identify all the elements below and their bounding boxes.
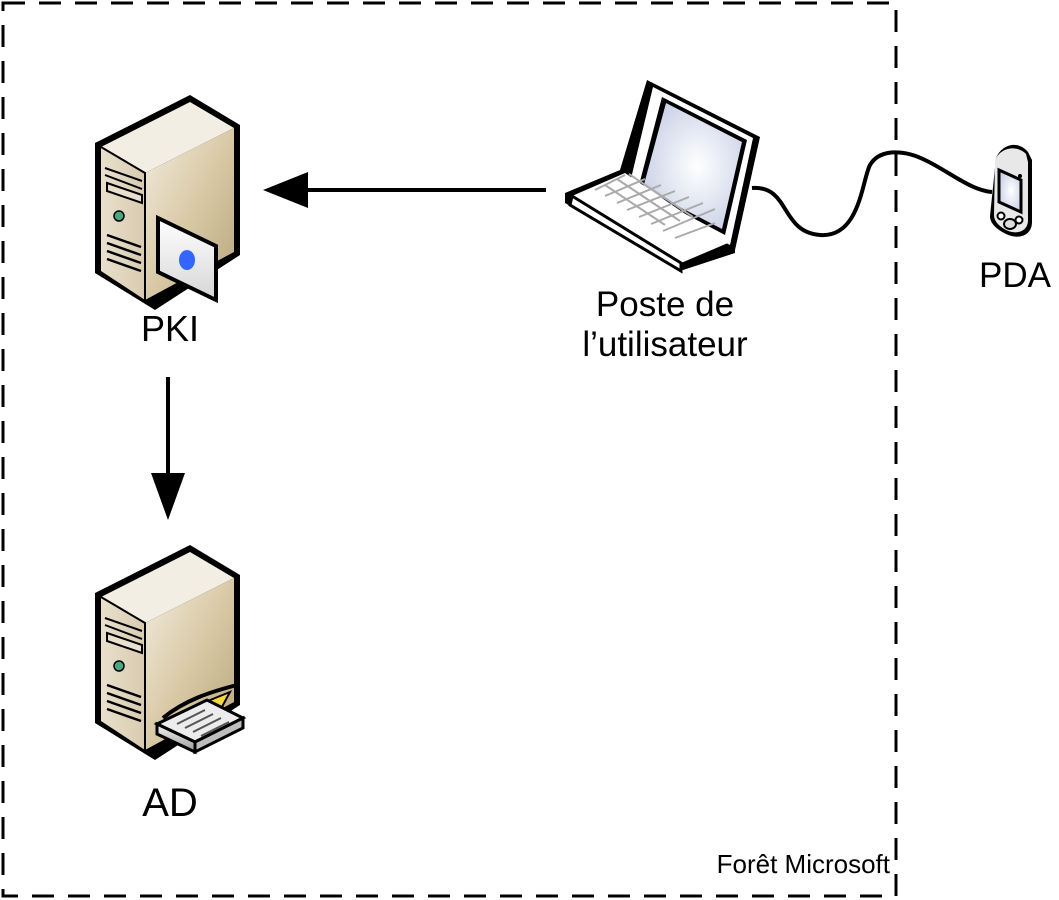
laptop-icon[interactable] [565, 80, 760, 274]
arrow-poste-to-pki [263, 172, 546, 208]
pda-icon[interactable] [990, 144, 1032, 237]
node-label-pki: PKI [140, 308, 200, 349]
node-label-poste: Poste de l’utilisateur [582, 285, 748, 365]
server-directory-icon[interactable] [95, 545, 240, 760]
certificate-card-icon [156, 214, 218, 304]
arrow-pki-to-ad [151, 377, 185, 520]
node-label-ad: AD [142, 781, 198, 825]
node-label-pda: PDA [979, 256, 1051, 295]
directory-drive-icon [153, 683, 247, 755]
forest-boundary-label: Forêt Microsoft [716, 849, 890, 879]
forest-boundary [1, 1, 898, 898]
cable-connector [751, 150, 993, 238]
